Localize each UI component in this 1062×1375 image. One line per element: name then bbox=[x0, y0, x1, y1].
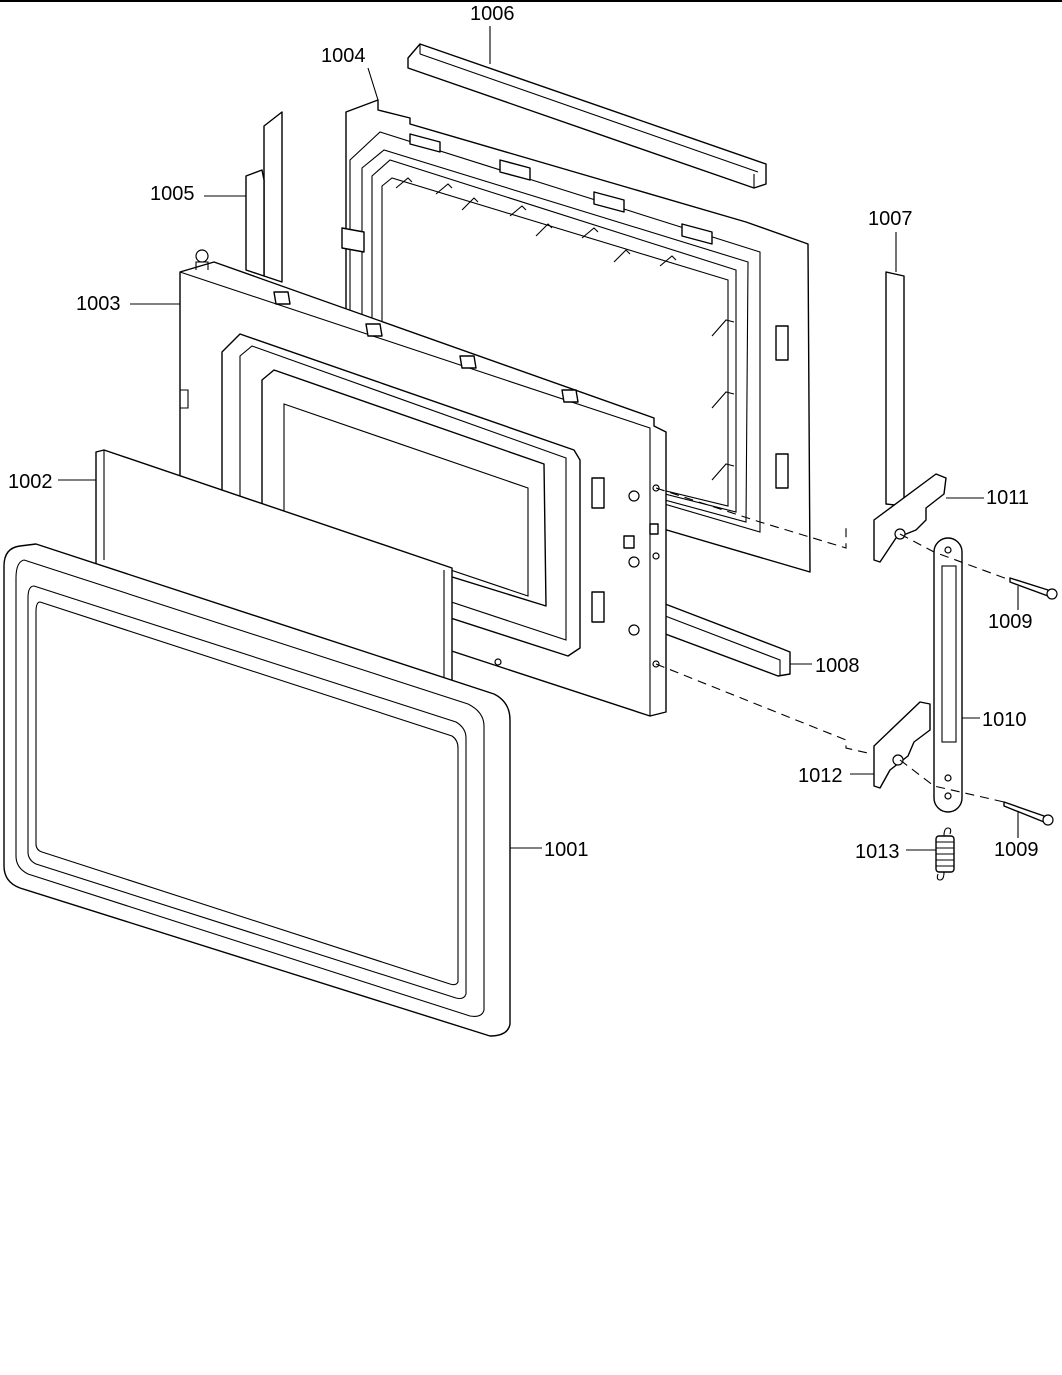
part-1008-bottom-strip bbox=[659, 601, 791, 677]
assembly-line-upper bbox=[655, 487, 847, 549]
part-1009-screw-upper bbox=[1009, 577, 1058, 600]
label-1009-upper: 1009 bbox=[988, 611, 1033, 633]
part-1001-outer-door bbox=[3, 543, 511, 1037]
part-1005-side-strip bbox=[245, 111, 283, 283]
part-1003-door-frame bbox=[179, 249, 667, 717]
label-1009-lower: 1009 bbox=[994, 839, 1039, 861]
part-1007-vertical-strip bbox=[885, 271, 905, 507]
label-1013: 1013 bbox=[855, 841, 900, 863]
assembly-line-lower-right bbox=[899, 759, 1005, 803]
label-1010: 1010 bbox=[982, 709, 1027, 731]
assembly-line-lower bbox=[655, 663, 873, 755]
label-1001: 1001 bbox=[544, 839, 589, 861]
label-1005: 1005 bbox=[150, 183, 195, 205]
part-1013-spring bbox=[935, 827, 955, 881]
label-1003: 1003 bbox=[76, 293, 121, 315]
part-1006-top-strip bbox=[407, 43, 767, 189]
label-1008: 1008 bbox=[815, 655, 860, 677]
label-1011: 1011 bbox=[986, 487, 1029, 509]
part-1011-upper-hinge bbox=[873, 473, 947, 563]
label-1006: 1006 bbox=[470, 3, 515, 25]
part-1012-lower-hinge bbox=[873, 701, 931, 789]
label-1002: 1002 bbox=[8, 471, 53, 493]
assembly-line-upper-right bbox=[899, 533, 1011, 581]
part-1010-link-bar bbox=[933, 537, 963, 813]
label-1007: 1007 bbox=[868, 208, 913, 230]
part-1009-screw-lower bbox=[1003, 801, 1054, 826]
label-1004: 1004 bbox=[321, 45, 366, 67]
leader-1004 bbox=[367, 67, 379, 101]
label-1012: 1012 bbox=[798, 765, 843, 787]
